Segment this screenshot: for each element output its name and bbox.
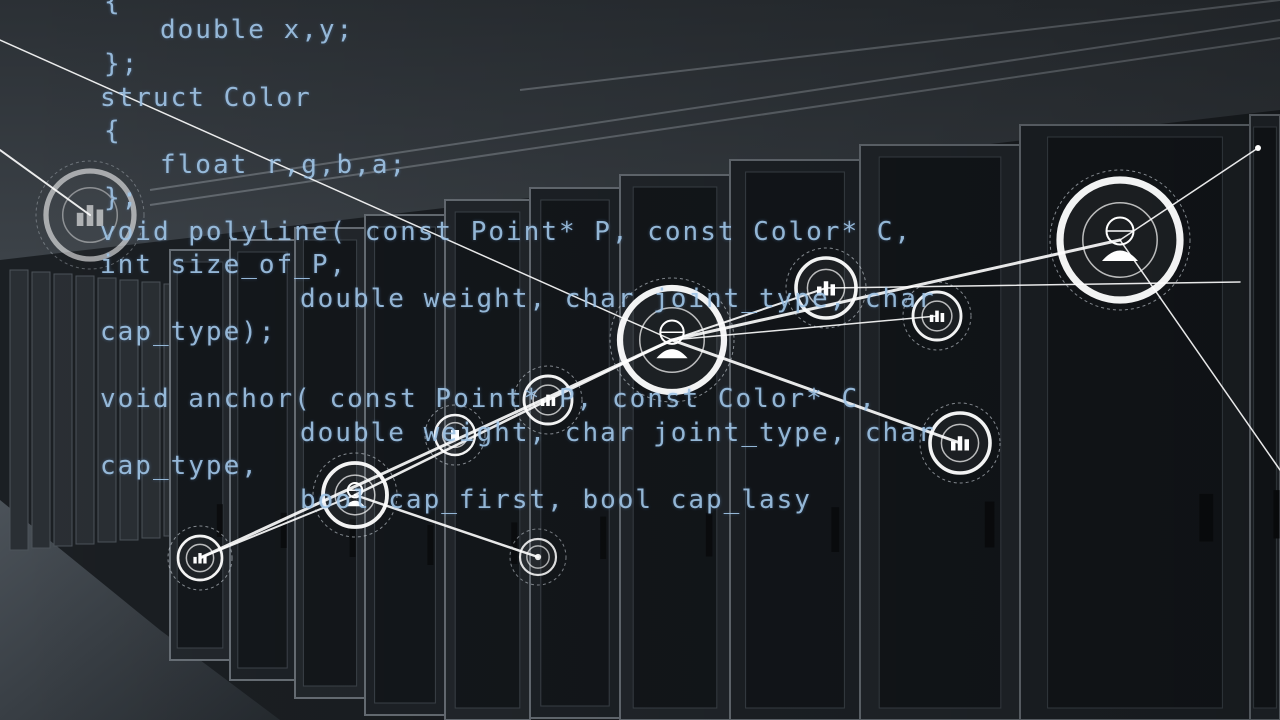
bar-chart-icon bbox=[919, 402, 1001, 484]
network-link bbox=[1119, 147, 1259, 241]
bar-chart-icon bbox=[35, 160, 145, 270]
network-link bbox=[671, 315, 938, 341]
bar-chart-icon bbox=[513, 365, 583, 435]
network-link bbox=[670, 238, 1122, 342]
network-link bbox=[0, 149, 91, 216]
network-link bbox=[199, 494, 356, 559]
target-icon bbox=[509, 528, 567, 586]
user-globe-icon bbox=[1049, 169, 1191, 311]
bar-chart-icon bbox=[167, 525, 233, 591]
network-link bbox=[671, 287, 827, 341]
bar-chart-icon bbox=[902, 281, 972, 351]
network-link bbox=[1119, 239, 1280, 471]
network-link bbox=[198, 338, 674, 560]
user-globe-icon bbox=[609, 277, 735, 403]
user-globe-icon bbox=[312, 452, 398, 538]
link-endpoint bbox=[1255, 145, 1261, 151]
document-icon bbox=[424, 404, 486, 466]
network-link bbox=[0, 39, 673, 341]
bar-chart-icon bbox=[785, 247, 867, 329]
network-link bbox=[825, 281, 1241, 289]
